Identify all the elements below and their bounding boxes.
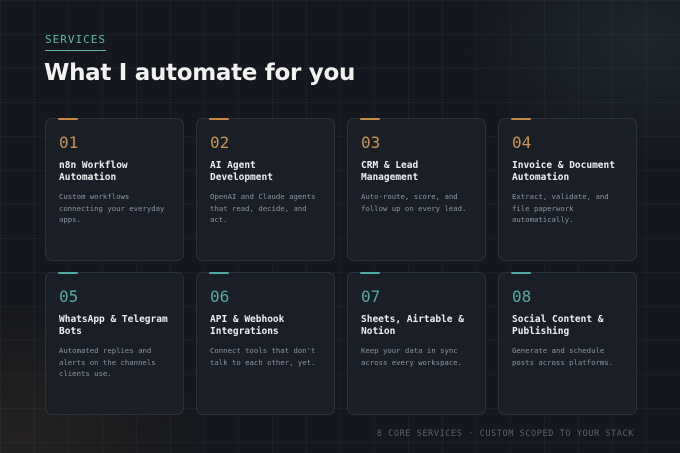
service-title: API & Webhook Integrations: [210, 314, 285, 337]
service-card-ai-agent: 02 AI Agent Development OpenAI and Claud…: [196, 118, 335, 261]
service-description: Connect tools that don't talk to each ot…: [210, 346, 316, 367]
services-grid: 01 n8n Workflow Automation Custom workfl…: [45, 118, 637, 415]
card-accent-bar: [58, 118, 78, 120]
service-description: Auto-route, score, and follow up on ever…: [361, 192, 467, 213]
service-number: 04: [512, 133, 532, 152]
service-number: 08: [512, 287, 532, 306]
card-accent-bar: [511, 118, 531, 120]
service-card-sheets-airtable: 07 Sheets, Airtable & Notion Keep your d…: [347, 272, 486, 415]
service-card-social-content: 08 Social Content & Publishing Generate …: [498, 272, 637, 415]
service-title: AI Agent Development: [210, 160, 273, 183]
card-accent-bar: [209, 272, 229, 274]
service-description: Automated replies and alerts on the chan…: [59, 346, 156, 378]
page-title: What I automate for you: [44, 60, 356, 86]
footer-caption: 8 CORE SERVICES · CUSTOM SCOPED TO YOUR …: [376, 429, 634, 439]
service-number: 07: [361, 287, 381, 306]
card-accent-bar: [360, 272, 380, 274]
service-card-api-webhook: 06 API & Webhook Integrations Connect to…: [196, 272, 335, 415]
service-description: Keep your data in sync across every work…: [361, 346, 463, 367]
service-description: Generate and schedule posts across platf…: [512, 346, 614, 367]
service-card-crm-lead: 03 CRM & Lead Management Auto-route, sco…: [347, 118, 486, 261]
service-title: Social Content & Publishing: [512, 314, 604, 337]
service-number: 03: [361, 133, 381, 152]
service-description: Extract, validate, and file paperwork au…: [512, 192, 609, 224]
service-number: 02: [210, 133, 230, 152]
service-description: Custom workflows connecting your everyda…: [59, 192, 165, 224]
service-title: Invoice & Document Automation: [512, 160, 615, 183]
service-number: 05: [59, 287, 79, 306]
card-accent-bar: [511, 272, 531, 274]
service-title: Sheets, Airtable & Notion: [361, 314, 464, 337]
card-accent-bar: [360, 118, 380, 120]
service-title: CRM & Lead Management: [361, 160, 419, 183]
service-card-whatsapp-telegram: 05 WhatsApp & Telegram Bots Automated re…: [45, 272, 184, 415]
card-accent-bar: [58, 272, 78, 274]
service-number: 01: [59, 133, 79, 152]
service-card-n8n-workflow: 01 n8n Workflow Automation Custom workfl…: [45, 118, 184, 261]
card-accent-bar: [209, 118, 229, 120]
service-card-invoice-document: 04 Invoice & Document Automation Extract…: [498, 118, 637, 261]
service-description: OpenAI and Claude agents that read, deci…: [210, 192, 316, 224]
service-title: n8n Workflow Automation: [59, 160, 128, 183]
service-title: WhatsApp & Telegram Bots: [59, 314, 168, 337]
section-kicker: SERVICES: [45, 33, 106, 51]
service-number: 06: [210, 287, 230, 306]
